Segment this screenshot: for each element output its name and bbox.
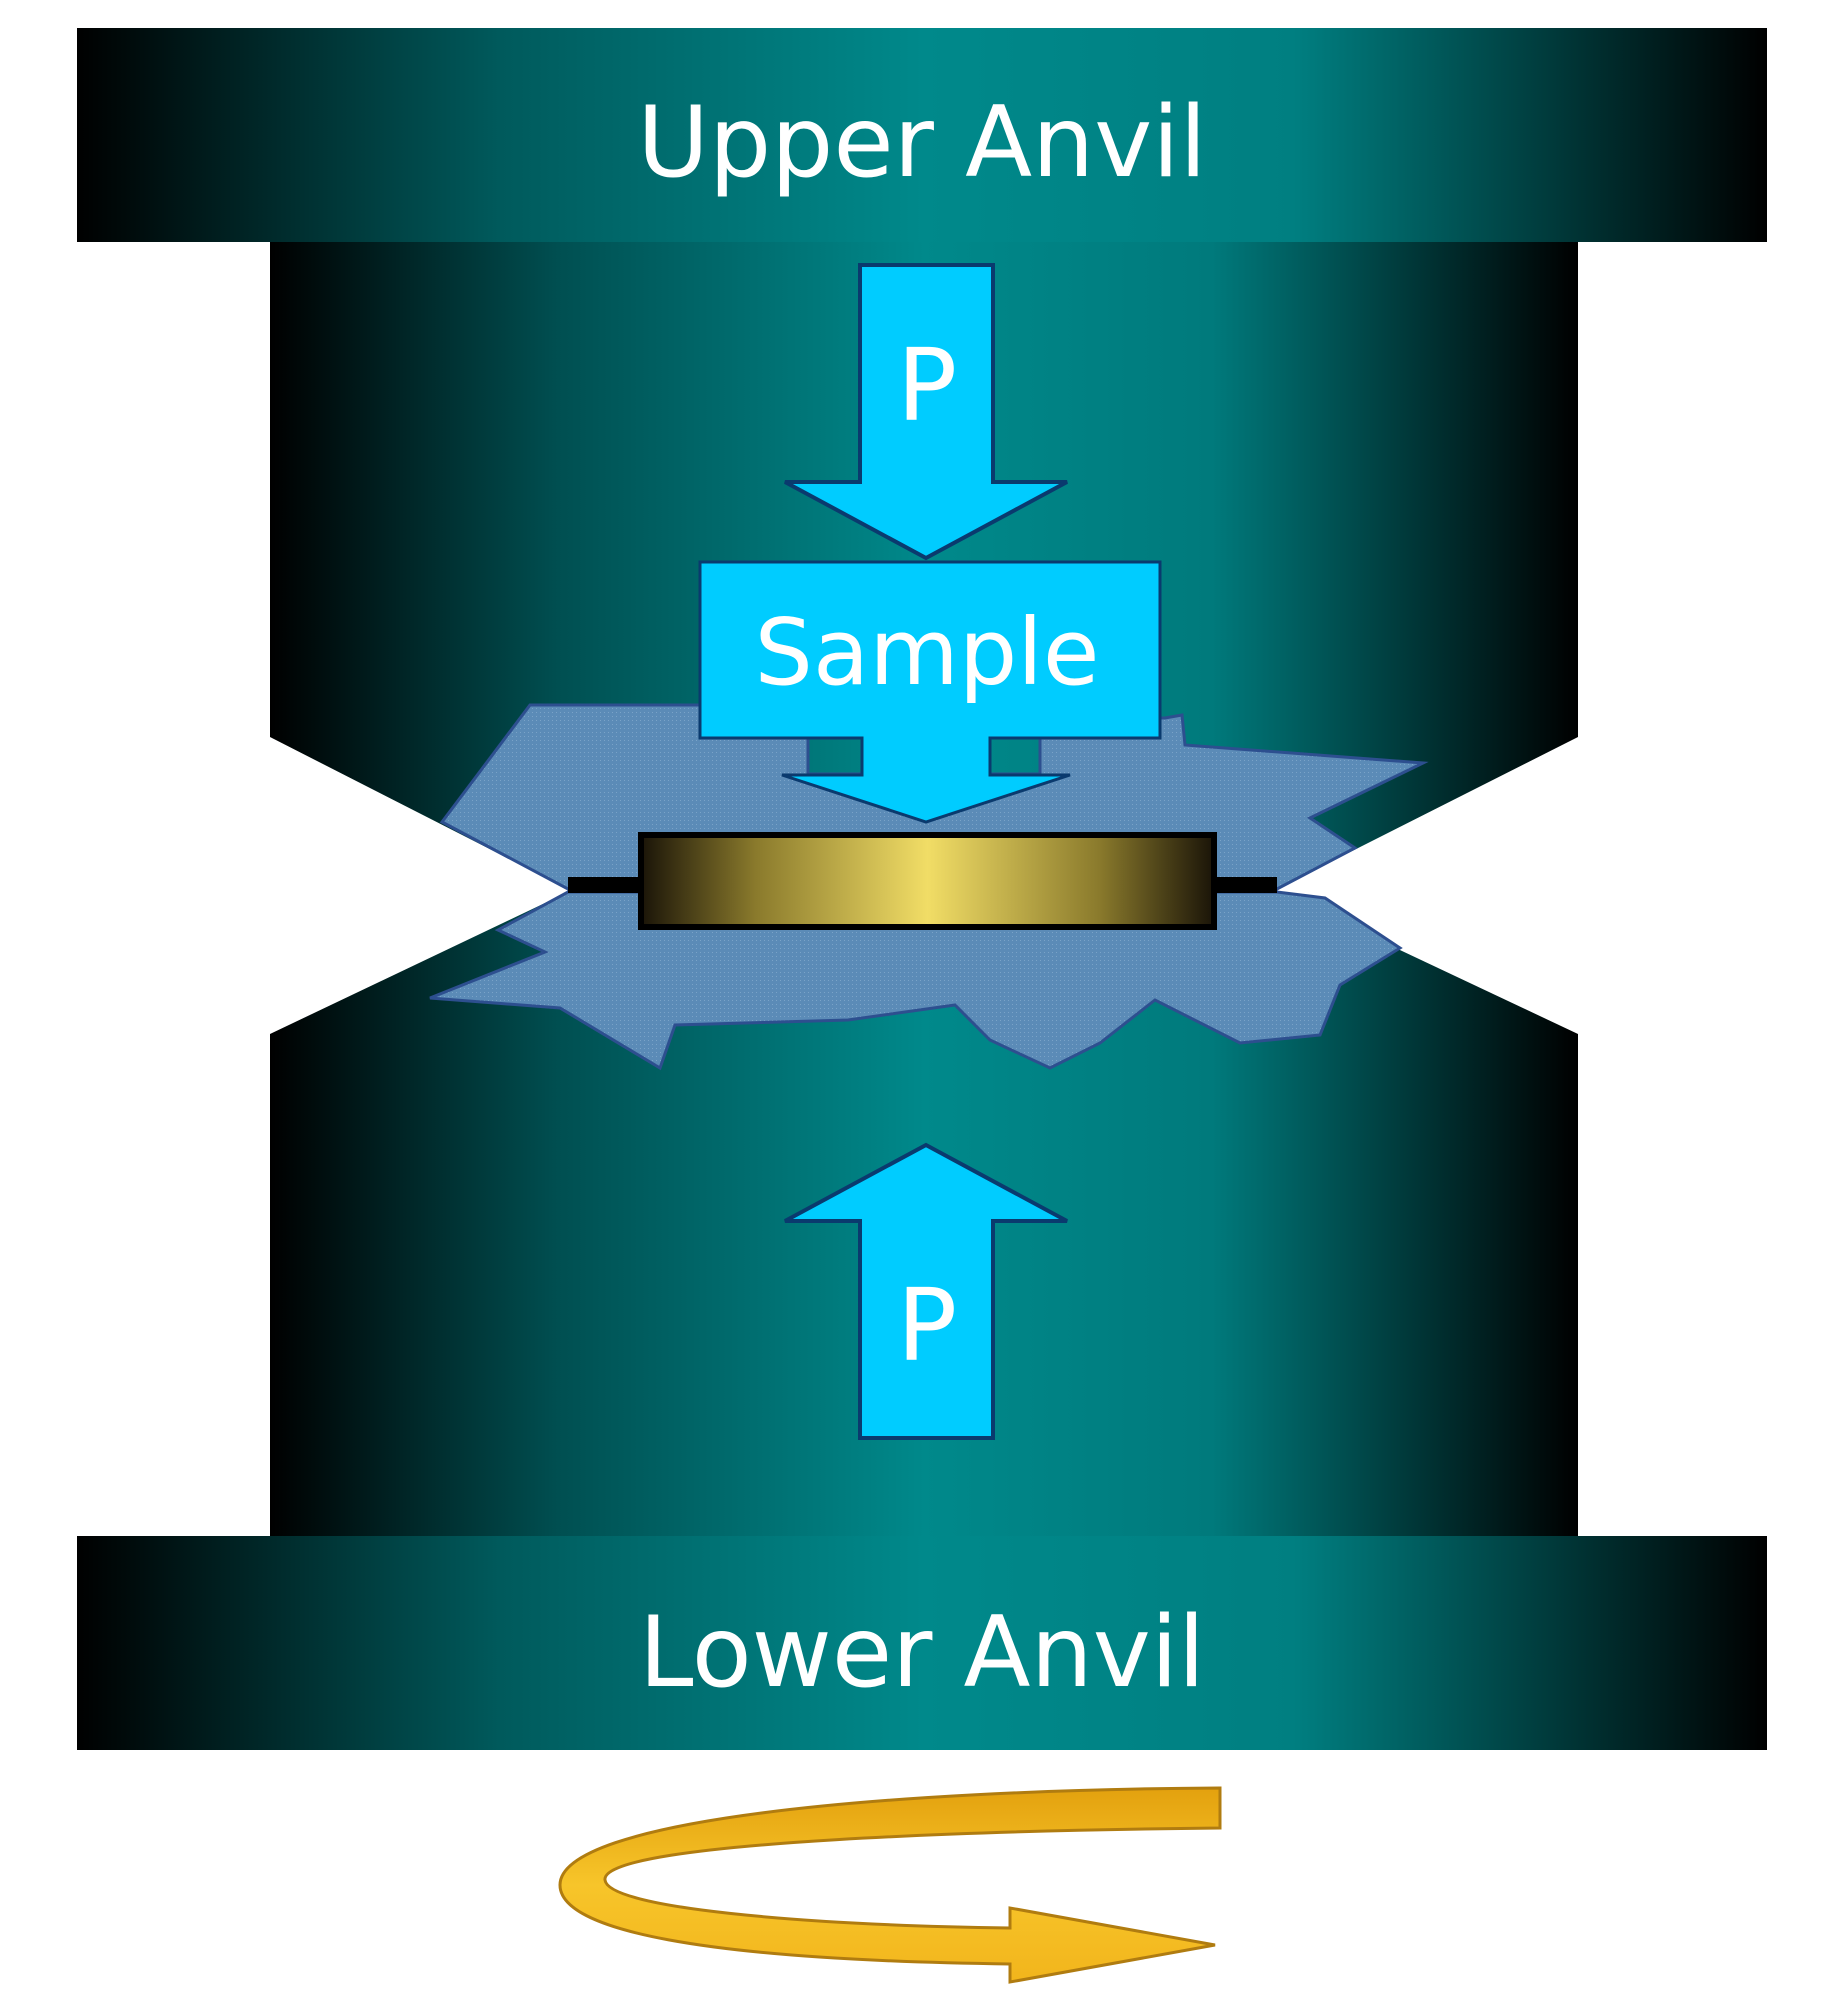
pressure-bottom-label: P [897, 1267, 957, 1384]
sample-disk [638, 832, 1217, 930]
sample-label: Sample [755, 599, 1100, 706]
pressure-down-arrow-icon [784, 263, 1068, 561]
lower-anvil-plate [77, 1536, 1767, 1750]
pressure-top-label: P [897, 327, 957, 444]
lower-gasket [429, 890, 1403, 1071]
upper-anvil-plate [77, 28, 1767, 242]
rotation-arrow-icon [558, 1786, 1222, 1984]
sample-arrow-icon [698, 560, 1162, 824]
lower-anvil-label: Lower Anvil [639, 1596, 1205, 1710]
pressure-up-arrow-icon [784, 1142, 1068, 1440]
upper-anvil-label: Upper Anvil [637, 86, 1206, 200]
